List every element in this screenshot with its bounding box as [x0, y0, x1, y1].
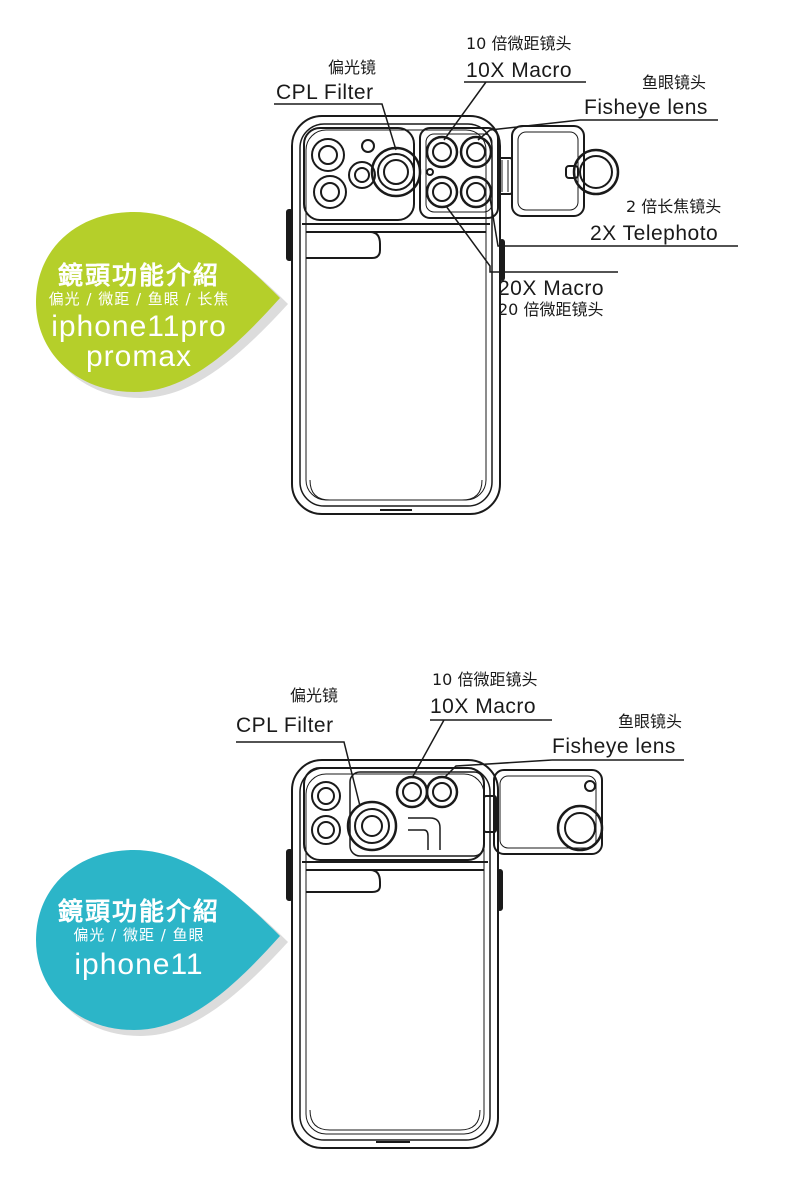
pro-max-diagram-section: 鏡頭功能介紹 偏光 / 微距 / 鱼眼 / 长焦 iphone11pro pro…: [0, 0, 790, 600]
case-notch-curve: [306, 231, 381, 259]
side-button: [286, 849, 293, 901]
camera-lens: [311, 138, 345, 172]
label-macro10-en: 10X Macro: [430, 695, 537, 718]
phone-body-outline: [291, 759, 499, 1149]
label-telephoto-cn: 2 倍长焦镜头: [626, 197, 722, 216]
cpl-filter: [370, 146, 422, 198]
label-macro10-cn: 10 倍微距镜头: [466, 34, 572, 53]
case-notch-curve: [306, 869, 381, 893]
leader-macro10: [411, 719, 552, 779]
badge-shape: [36, 850, 288, 1036]
label-macro10-cn: 10 倍微距镜头: [432, 670, 538, 689]
case-top-bar: [302, 861, 488, 871]
badge-title: 鏡頭功能介紹: [57, 261, 220, 290]
fisheye-lens-small: [459, 135, 493, 169]
side-button: [499, 239, 505, 281]
badge-model-line1: iphone11pro: [51, 310, 227, 343]
phone-frame-inner: [305, 129, 487, 501]
label-fisheye-cn: 鱼眼镜头: [618, 712, 683, 731]
flip-fisheye-lens: [556, 804, 604, 852]
leader-telephoto: [489, 197, 738, 247]
label-macro20-cn: 20 倍微距镜头: [498, 300, 604, 319]
fisheye-lens-small: [425, 775, 459, 809]
badge-model-line2: promax: [85, 340, 193, 373]
label-telephoto-en: 2X Telephoto: [590, 222, 719, 245]
macro-10x-lens: [425, 135, 459, 169]
telephoto-lens: [459, 175, 493, 209]
flip-lens-holder: [511, 125, 585, 217]
phone-body-inner: [299, 123, 493, 507]
flip-lens-holder: [493, 769, 603, 855]
feature-badge-pro-max: 鏡頭功能介紹 偏光 / 微距 / 鱼眼 / 长焦 iphone11pro pro…: [30, 212, 300, 402]
macro-10x-lens: [395, 775, 429, 809]
iphone11-phone-drawing: [236, 719, 684, 1149]
leader-cpl: [274, 103, 397, 151]
macro-20x-lens: [425, 175, 459, 209]
camera-lens: [311, 781, 341, 811]
badge-subtitle: 偏光 / 微距 / 鱼眼 / 长焦: [48, 290, 230, 308]
leader-macro10: [443, 81, 586, 141]
side-button: [497, 869, 503, 911]
badge-subtitle: 偏光 / 微距 / 鱼眼: [73, 926, 205, 944]
badge-title: 鏡頭功能介紹: [57, 897, 220, 926]
camera-lens: [348, 161, 376, 189]
feature-badge-iphone11: 鏡頭功能介紹 偏光 / 微距 / 鱼眼 iphone11: [30, 850, 300, 1040]
label-fisheye-en: Fisheye lens: [552, 735, 676, 758]
camera-flash: [361, 139, 375, 153]
iphone11-diagram-section: 鏡頭功能介紹 偏光 / 微距 / 鱼眼 iphone11: [0, 600, 790, 1201]
camera-lens: [311, 815, 341, 845]
flip-fisheye-lens: [572, 148, 620, 196]
label-macro20-en: 20X Macro: [498, 277, 605, 300]
phone-body-outline: [291, 115, 501, 515]
leader-fisheye: [443, 759, 684, 779]
label-cpl-cn: 偏光镜: [290, 686, 339, 705]
label-cpl-en: CPL Filter: [236, 714, 334, 737]
leader-fisheye: [477, 119, 718, 141]
cpl-filter: [346, 800, 398, 852]
label-cpl-cn: 偏光镜: [328, 58, 377, 77]
label-fisheye-en: Fisheye lens: [584, 96, 708, 119]
pro-max-phone-drawing: [274, 81, 738, 515]
label-cpl-en: CPL Filter: [276, 81, 374, 104]
label-fisheye-cn: 鱼眼镜头: [642, 73, 707, 92]
label-macro10-en: 10X Macro: [466, 59, 573, 82]
hinge: [483, 795, 497, 833]
side-button: [286, 209, 293, 261]
phone-frame-inner: [305, 773, 485, 1135]
leader-macro20: [445, 205, 618, 273]
badge-shape: [36, 212, 288, 398]
camera-lens: [313, 175, 347, 209]
leader-cpl: [236, 741, 361, 807]
badge-model-line1: iphone11: [74, 948, 204, 981]
